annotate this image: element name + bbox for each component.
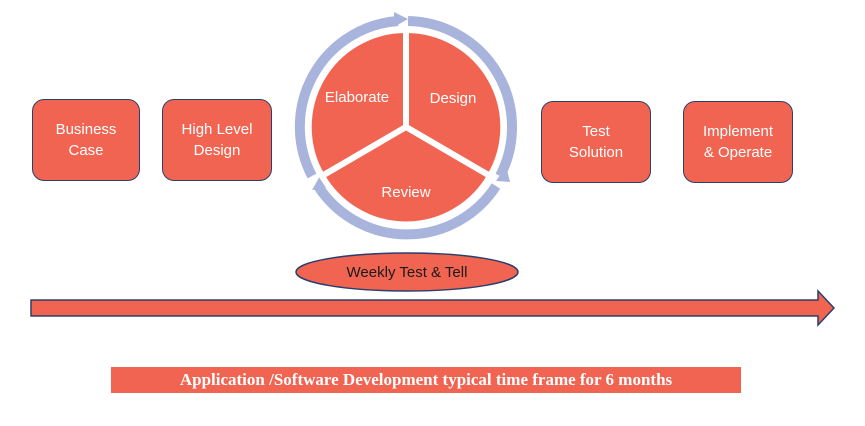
cycle-arrowhead-right	[496, 166, 510, 182]
phase-test-solution: Test Solution	[541, 101, 651, 183]
cycle-arc-left	[294, 16, 399, 179]
label-elaborate: Elaborate	[325, 89, 389, 106]
timeframe-caption: Application /Software Development typica…	[111, 367, 741, 393]
segment-review	[317, 123, 495, 228]
phase-high-level-design: High Level Design	[162, 99, 272, 181]
cycle-arrowhead-left	[312, 176, 326, 190]
phase-implement-operate: Implement & Operate	[683, 101, 793, 183]
cycle-arc-right	[407, 16, 518, 179]
label-design: Design	[430, 90, 477, 107]
phase-business-case: Business Case	[32, 99, 140, 181]
label-review: Review	[381, 184, 430, 201]
timeline-arrow	[30, 289, 836, 327]
cycle-arrowhead-top	[394, 12, 408, 27]
cycle-ring	[294, 16, 518, 240]
weekly-test-tell-ellipse	[295, 252, 519, 292]
weekly-test-tell-label: Weekly Test & Tell	[347, 264, 468, 281]
cycle-arc-bottom	[313, 183, 501, 240]
